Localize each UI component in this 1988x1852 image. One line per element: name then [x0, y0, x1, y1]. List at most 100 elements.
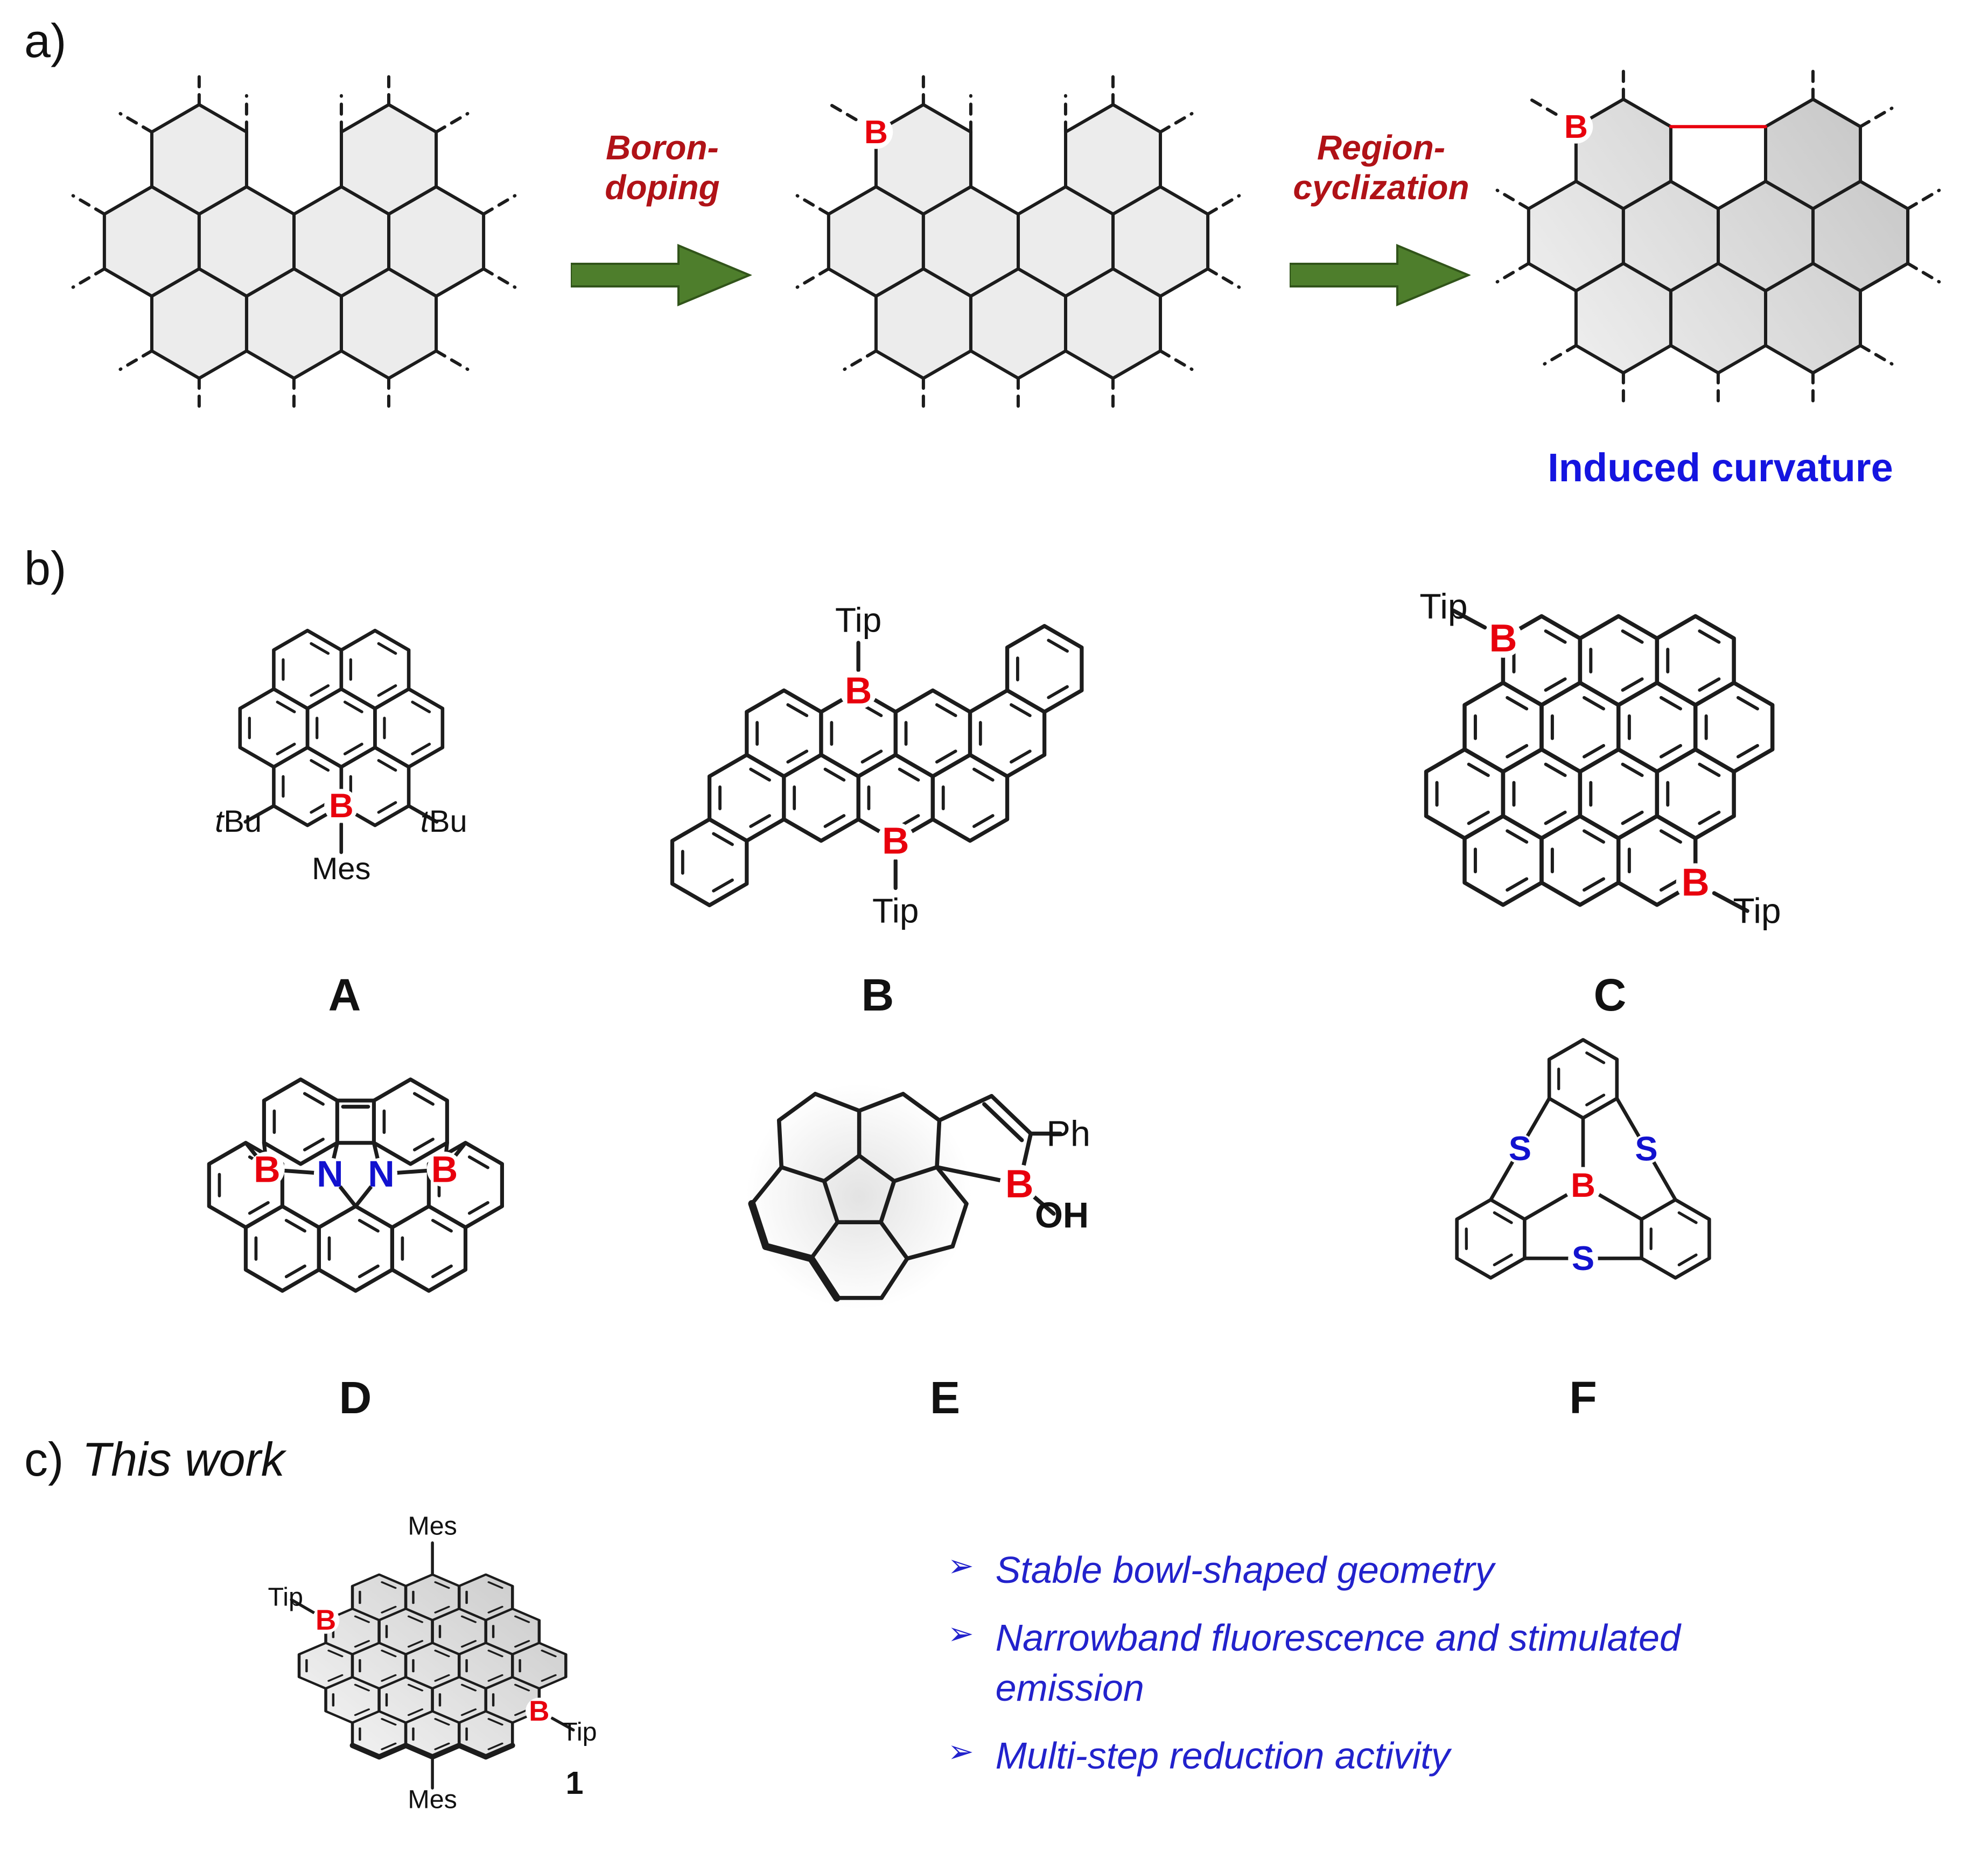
bond: [982, 1102, 1024, 1142]
double-bond: [972, 814, 995, 828]
double-bond: [1698, 629, 1721, 644]
mes-label: Mes: [312, 852, 370, 886]
boron-label: B: [1489, 617, 1517, 660]
dashed-bond: [1495, 188, 1530, 211]
double-bond: [381, 1581, 397, 1589]
list-item: ➢ Stable bowl-shaped geometry: [948, 1545, 1755, 1595]
double-bond: [1544, 810, 1567, 825]
sulfur-label: S: [1572, 1240, 1594, 1278]
dashed-bond: [434, 349, 470, 371]
double-bond: [354, 1708, 370, 1716]
ring: [930, 753, 1010, 843]
structure-pristine-nanographene: [71, 67, 517, 416]
bond: [809, 1220, 840, 1261]
dashed-bond: [1858, 107, 1894, 129]
atom-mask: [1483, 619, 1523, 658]
bond: [349, 1743, 382, 1760]
double-bond: [431, 1264, 453, 1279]
double-bond: [1506, 743, 1529, 759]
double-bond: [1465, 1227, 1468, 1250]
boron-label: B: [882, 820, 909, 862]
double-bond: [1659, 696, 1682, 711]
bond: [456, 1743, 489, 1760]
double-bond: [1583, 877, 1605, 892]
bond: [1811, 97, 1862, 129]
double-bond: [284, 1218, 306, 1233]
rings-A: [238, 628, 445, 827]
bullet-text: Narrowband fluorescence and stimulated e…: [995, 1617, 1681, 1709]
dashed-bond: [1524, 95, 1558, 116]
double-bond: [860, 749, 883, 764]
step-line: Boron-: [606, 128, 719, 167]
bond: [483, 1743, 515, 1760]
tip-label: Tip: [835, 601, 881, 640]
atom-mask: [1564, 1167, 1602, 1204]
double-bond: [1010, 749, 1032, 764]
hydroxyl-label: OH: [1035, 1196, 1089, 1236]
panel-b-label: b): [24, 542, 67, 595]
double-bond: [1659, 829, 1682, 844]
tip-label: Tip: [872, 891, 919, 930]
dashed-bond: [71, 267, 106, 289]
structure-D-name: D: [339, 1372, 372, 1423]
bond: [376, 1743, 409, 1760]
ring: [1640, 1198, 1711, 1280]
structure-B: Tip B B Tip: [670, 601, 1084, 930]
step-line: Region-: [1317, 128, 1446, 167]
double-bond: [310, 642, 330, 655]
bond: [779, 1165, 827, 1183]
rings-1: [297, 1573, 568, 1758]
double-bond: [1467, 762, 1490, 777]
atom-mask: [999, 1164, 1039, 1204]
boron-label: B: [1571, 1167, 1595, 1204]
double-bond: [1544, 629, 1567, 644]
bowl-perspective: [297, 1573, 568, 1758]
curved-rim-bonds: [1811, 97, 1910, 375]
dashed-bond: [482, 267, 517, 289]
double-bond: [1621, 629, 1644, 644]
tbu-label: tBu: [215, 804, 262, 839]
substituent-bonds: [290, 1541, 575, 1790]
dashed-bond: [1495, 262, 1530, 284]
bond: [1451, 608, 1487, 630]
structure-C-name: C: [1593, 970, 1627, 1020]
double-bond: [354, 1640, 370, 1648]
atom-mask: [839, 671, 877, 710]
atom-mask: [1631, 1134, 1662, 1164]
bond: [430, 1743, 462, 1760]
dashed-bond: [118, 112, 153, 134]
dashed-bond: [1858, 343, 1894, 366]
atom-mask: [312, 1607, 340, 1634]
tip-label: Tip: [1733, 891, 1781, 931]
reaction-arrow-icon: [1290, 244, 1471, 306]
bond: [1858, 262, 1910, 293]
boron-label: B: [254, 1149, 280, 1190]
ring: [339, 746, 411, 827]
double-bond: [434, 1650, 450, 1658]
double-bond: [327, 1674, 344, 1682]
atom-mask: [1568, 1244, 1598, 1274]
list-item: ➢ Multi-step reduction activity: [948, 1731, 1755, 1780]
double-bond: [1506, 829, 1529, 844]
atom-mask: [249, 1152, 285, 1187]
double-bond: [898, 767, 920, 782]
panel-a-label: a): [24, 14, 67, 67]
double-bond: [358, 1218, 380, 1233]
double-bond: [407, 1615, 424, 1623]
tip-label: Tip: [268, 1582, 303, 1611]
arm-ring: [1455, 1198, 1527, 1280]
double-bond: [786, 703, 809, 718]
bond: [935, 1165, 969, 1206]
dashed-bond: [1906, 262, 1941, 284]
double-bond: [1585, 1093, 1606, 1106]
ring: [1616, 814, 1698, 907]
boron-label: B: [1682, 861, 1710, 904]
atom-mask: [526, 1697, 553, 1725]
double-bond: [1585, 1051, 1606, 1064]
double-bond: [487, 1742, 503, 1750]
bond: [1712, 891, 1749, 913]
dashed-bond: [1543, 343, 1578, 366]
double-bond: [412, 1138, 435, 1152]
double-bond: [541, 1650, 557, 1658]
